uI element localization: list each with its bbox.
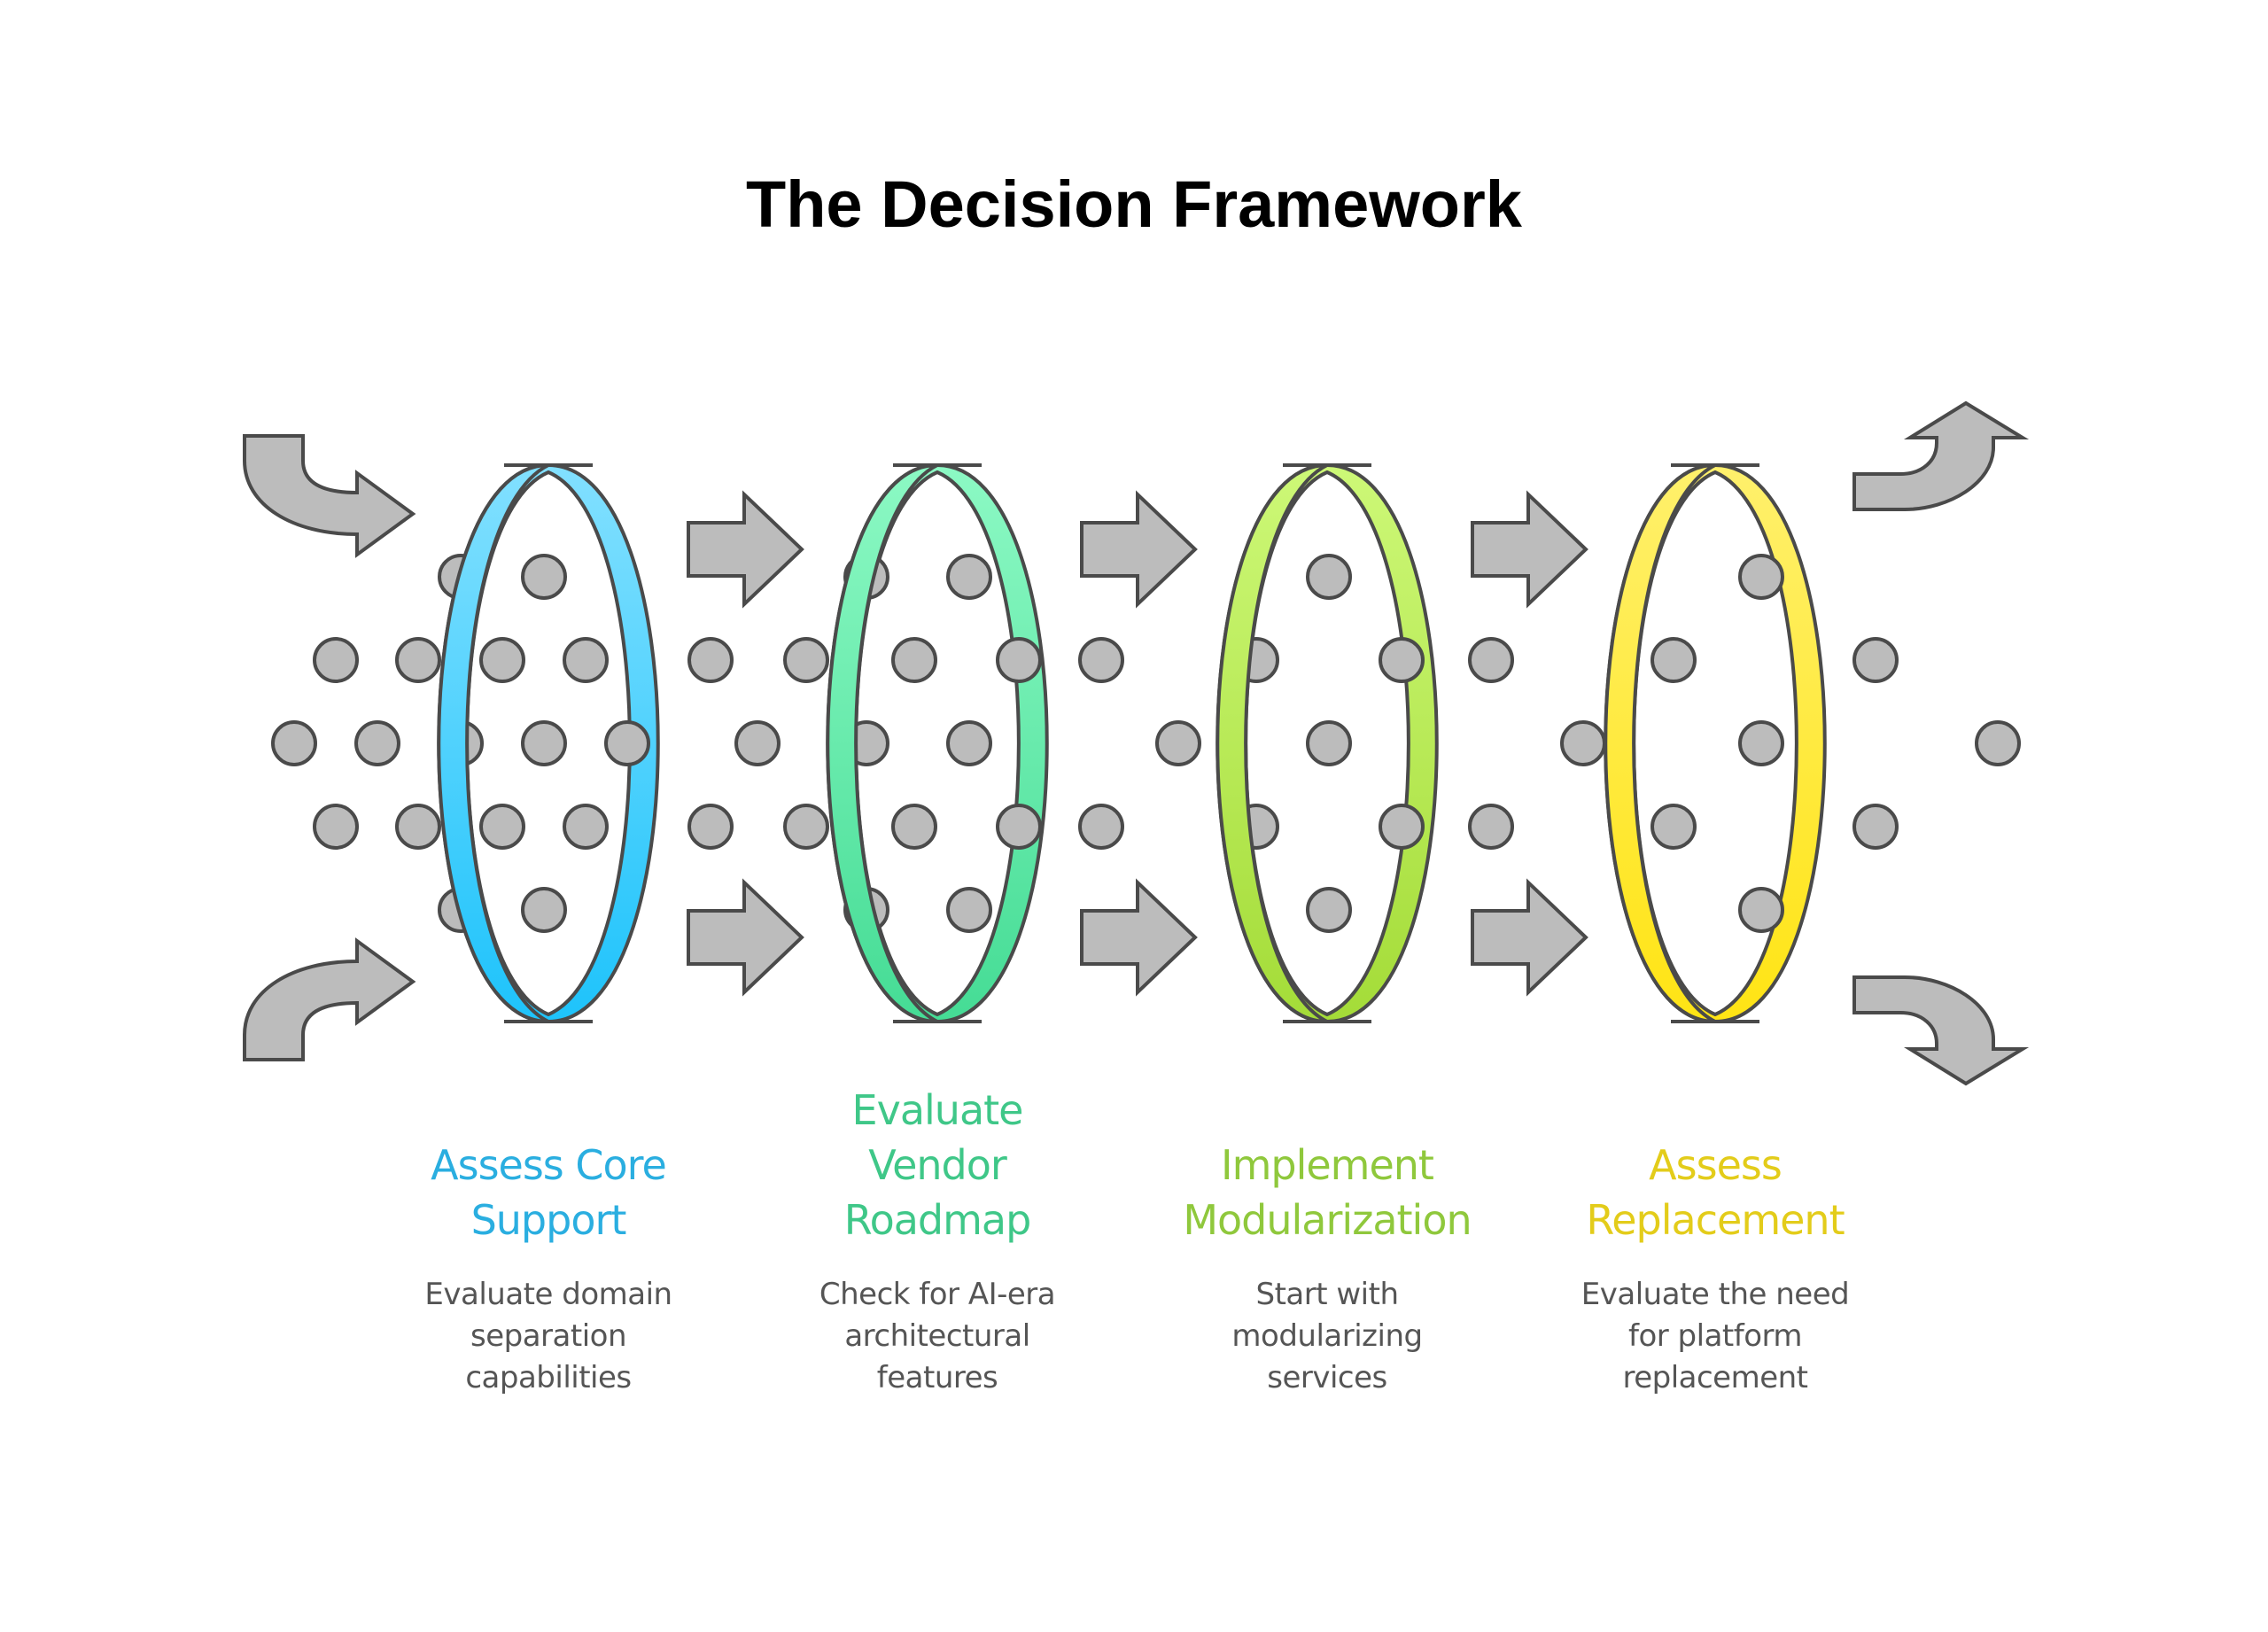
stage-heading-line: Assess Core — [431, 1141, 667, 1189]
stage-description-line: separation — [470, 1318, 627, 1354]
curved-intake-arrow-top — [243, 434, 416, 558]
stage-description-line: Evaluate domain — [424, 1277, 672, 1312]
particle-dot — [687, 804, 734, 850]
flow-arrow — [1080, 878, 1198, 997]
stage-description: Start with modularizing services — [1159, 1274, 1495, 1399]
particle-dot — [891, 804, 937, 850]
particle-dot — [1738, 887, 1784, 933]
stage-description-line: for platform — [1627, 1318, 1803, 1354]
particle-dot — [1852, 804, 1899, 850]
particle-dot — [891, 637, 937, 683]
flow-arrow — [1471, 878, 1588, 997]
stage-description-line: architectural — [844, 1318, 1030, 1354]
diagram-title: The Decision Framework — [746, 167, 1522, 241]
curved-output-arrow-down — [1852, 975, 2030, 1086]
particle-dot — [521, 887, 567, 933]
stage-heading-line: Evaluate — [851, 1086, 1024, 1134]
particle-dot — [563, 804, 609, 850]
ring-front-band — [1216, 463, 1328, 1023]
particle-dot — [1738, 554, 1784, 600]
particle-dot — [313, 804, 359, 850]
particle-dot — [1078, 637, 1124, 683]
particle-dot — [563, 637, 609, 683]
stage-description-line: features — [876, 1360, 998, 1395]
filter-ring-4 — [1604, 462, 1827, 1024]
particle-dot — [1651, 804, 1697, 850]
stage-heading-line: Implement — [1221, 1141, 1434, 1189]
particle-dot — [1651, 637, 1697, 683]
curved-output-arrow-up — [1852, 400, 2030, 511]
particle-dot — [783, 637, 829, 683]
ring-front-band — [1604, 463, 1716, 1023]
particle-dot — [1468, 637, 1514, 683]
arrows-layer — [243, 400, 2030, 1086]
particle-dot — [946, 887, 992, 933]
stage-description-line: services — [1267, 1360, 1387, 1395]
particle-dot — [1078, 804, 1124, 850]
stage-heading-line: Vendor — [868, 1141, 1007, 1189]
ring-front-layer — [437, 463, 1716, 1023]
particle-dot — [521, 554, 567, 600]
particle-dot — [946, 554, 992, 600]
particle-dot — [1306, 720, 1352, 766]
stage-heading-line: Replacement — [1586, 1196, 1845, 1244]
stage-heading-line: Roadmap — [843, 1196, 1032, 1244]
particle-dot — [1379, 804, 1425, 850]
stage-description: Evaluate the need for platform replacement — [1547, 1274, 1884, 1399]
stage-heading-line: Modularization — [1183, 1196, 1472, 1244]
particle-dot — [395, 637, 441, 683]
particle-dot — [996, 637, 1042, 683]
ring-front-band — [437, 463, 549, 1023]
stage-description-line: replacement — [1622, 1360, 1808, 1395]
particle-dot — [1155, 720, 1201, 766]
particle-dot — [783, 804, 829, 850]
particle-dot — [395, 804, 441, 850]
flow-arrow — [687, 878, 804, 997]
particle-dot — [946, 720, 992, 766]
particle-dot — [354, 720, 400, 766]
flow-arrow — [1471, 490, 1588, 609]
ring-front-band — [826, 463, 938, 1023]
particle-dot — [1379, 637, 1425, 683]
particle-dot — [1975, 720, 2021, 766]
particle-dot — [734, 720, 781, 766]
particle-dot — [604, 720, 650, 766]
stage-description: Check for AI-era architectural features — [769, 1274, 1106, 1399]
flow-arrow — [1080, 490, 1198, 609]
stage-description-line: Check for AI-era — [819, 1277, 1056, 1312]
particle-dot — [1738, 720, 1784, 766]
curved-intake-arrow-bottom — [243, 937, 416, 1061]
particle-dot — [521, 720, 567, 766]
particle-dot — [1306, 887, 1352, 933]
particle-dot — [313, 637, 359, 683]
particle-dot — [1306, 554, 1352, 600]
particle-dot — [687, 637, 734, 683]
stage-description-line: capabilities — [465, 1360, 632, 1395]
particle-dot — [996, 804, 1042, 850]
flow-arrow — [687, 490, 804, 609]
stage-description-line: Evaluate the need — [1581, 1277, 1850, 1312]
stage-description-line: Start with — [1255, 1277, 1400, 1312]
particle-dot — [1468, 804, 1514, 850]
particle-dot — [479, 804, 525, 850]
stage-description: Evaluate domain separation capabilities — [380, 1274, 717, 1399]
stage-heading-line: Assess — [1649, 1141, 1783, 1189]
particle-dot — [1852, 637, 1899, 683]
particle-dot — [271, 720, 317, 766]
particle-dot — [1560, 720, 1606, 766]
stage-heading-line: Support — [470, 1196, 627, 1244]
stage-description-line: modularizing — [1231, 1318, 1423, 1354]
particle-dot — [479, 637, 525, 683]
